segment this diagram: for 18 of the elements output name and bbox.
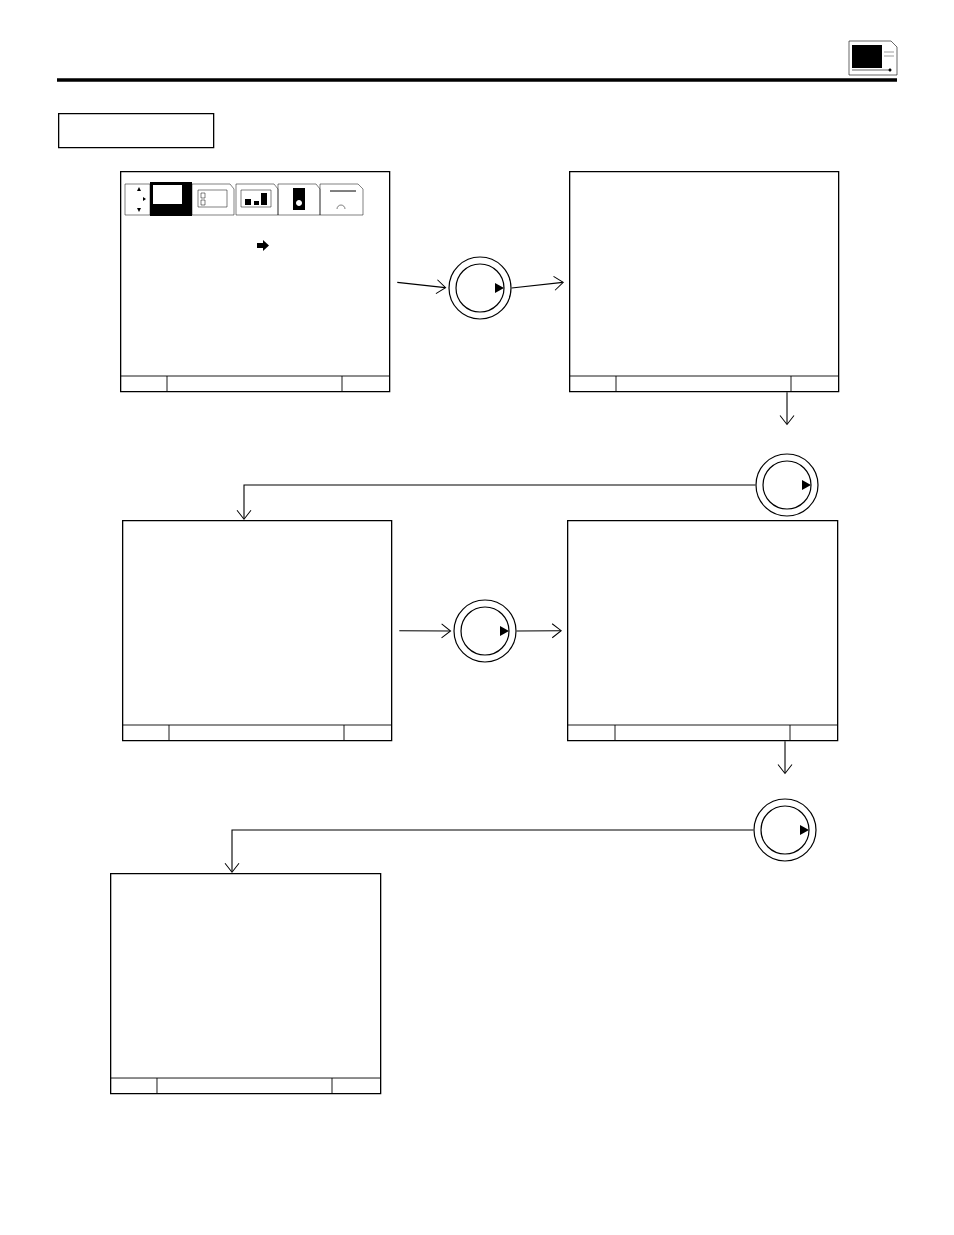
- button-circle: [453, 599, 517, 663]
- button-circle: [448, 256, 512, 320]
- button-circle: [753, 798, 817, 862]
- button-circle: [755, 453, 819, 517]
- arrow: [779, 391, 795, 425]
- screen-box: [121, 520, 393, 742]
- arrow: [777, 740, 793, 774]
- arrow: [236, 484, 756, 520]
- arrow: [398, 623, 452, 639]
- screen-box: [109, 873, 382, 1095]
- arrow: [516, 623, 562, 639]
- arrow: [224, 829, 754, 873]
- label-box: [58, 113, 215, 149]
- arrow: [511, 275, 564, 291]
- arrow: [396, 279, 447, 295]
- screen-box: [119, 171, 391, 393]
- screen-box: [568, 171, 840, 393]
- screen-box: [566, 520, 839, 742]
